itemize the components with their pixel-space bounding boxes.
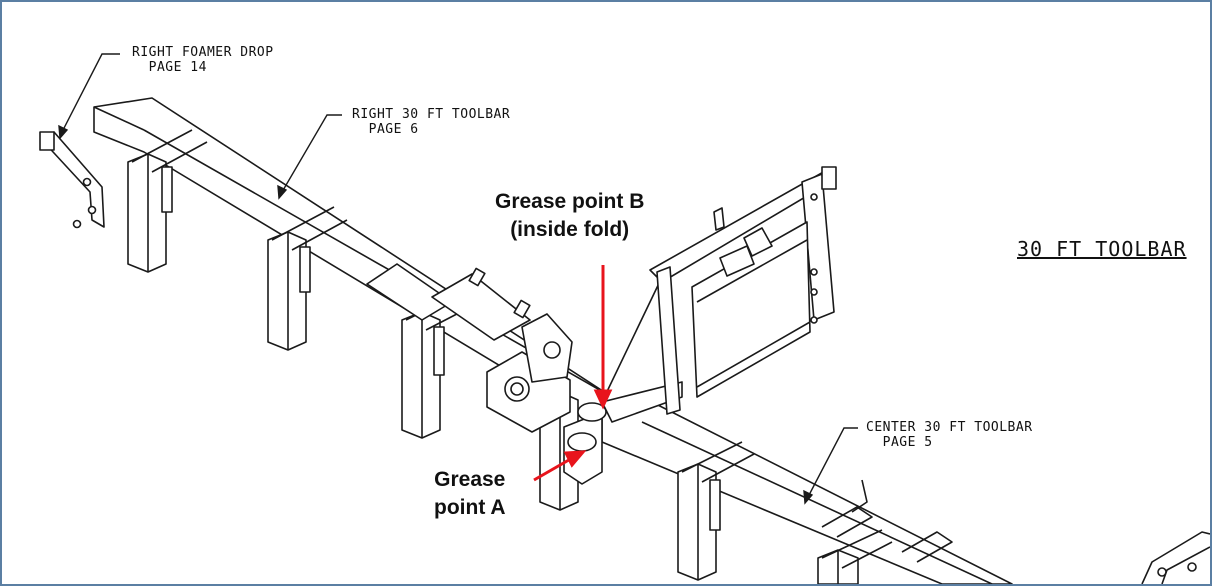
- shank-bracket-2: [267, 231, 311, 351]
- center-toolbar-brackets: [821, 479, 953, 563]
- left-foamer-drop-partial: [1141, 531, 1210, 584]
- grease-point-a-line1: Grease: [434, 468, 506, 491]
- grease-point-b-callout: Grease point B (inside fold): [495, 188, 644, 244]
- grease-b-arrow: [593, 265, 613, 410]
- fold-hinge: [486, 313, 607, 485]
- right-foamer-drop-line2: PAGE 14: [148, 60, 207, 75]
- fold-cylinder: [366, 263, 531, 341]
- right-foamer-drop-label: RIGHT FOAMER DROP PAGE 14: [132, 45, 274, 75]
- grease-a-arrow: [533, 450, 587, 482]
- center-toolbar-line1: CENTER 30 FT TOOLBAR: [866, 420, 1033, 435]
- grease-point-b-line2: (inside fold): [510, 218, 630, 241]
- shank-bracket-3: [401, 311, 445, 439]
- grease-point-b-line1: Grease point B: [495, 190, 645, 213]
- shank-bracket-6: [817, 549, 859, 584]
- right-foamer-drop-line1: RIGHT FOAMER DROP: [132, 45, 274, 60]
- grease-point-a-line2: point A: [434, 496, 506, 519]
- right-toolbar-label: RIGHT 30 FT TOOLBAR PAGE 6: [352, 107, 510, 137]
- grease-point-a-callout: Grease point A: [434, 466, 506, 522]
- shank-bracket-5: [677, 463, 721, 581]
- drawing-title: 30 FT TOOLBAR: [1017, 237, 1187, 261]
- right-toolbar-line1: RIGHT 30 FT TOOLBAR: [352, 107, 511, 122]
- right-toolbar-line2: PAGE 6: [368, 122, 419, 137]
- center-toolbar-label: CENTER 30 FT TOOLBAR PAGE 5: [866, 420, 1033, 450]
- fold-frame: [601, 166, 837, 423]
- center-toolbar-line2: PAGE 5: [882, 435, 933, 450]
- foamer-drop: [39, 131, 105, 229]
- shank-bracket-1: [127, 153, 173, 273]
